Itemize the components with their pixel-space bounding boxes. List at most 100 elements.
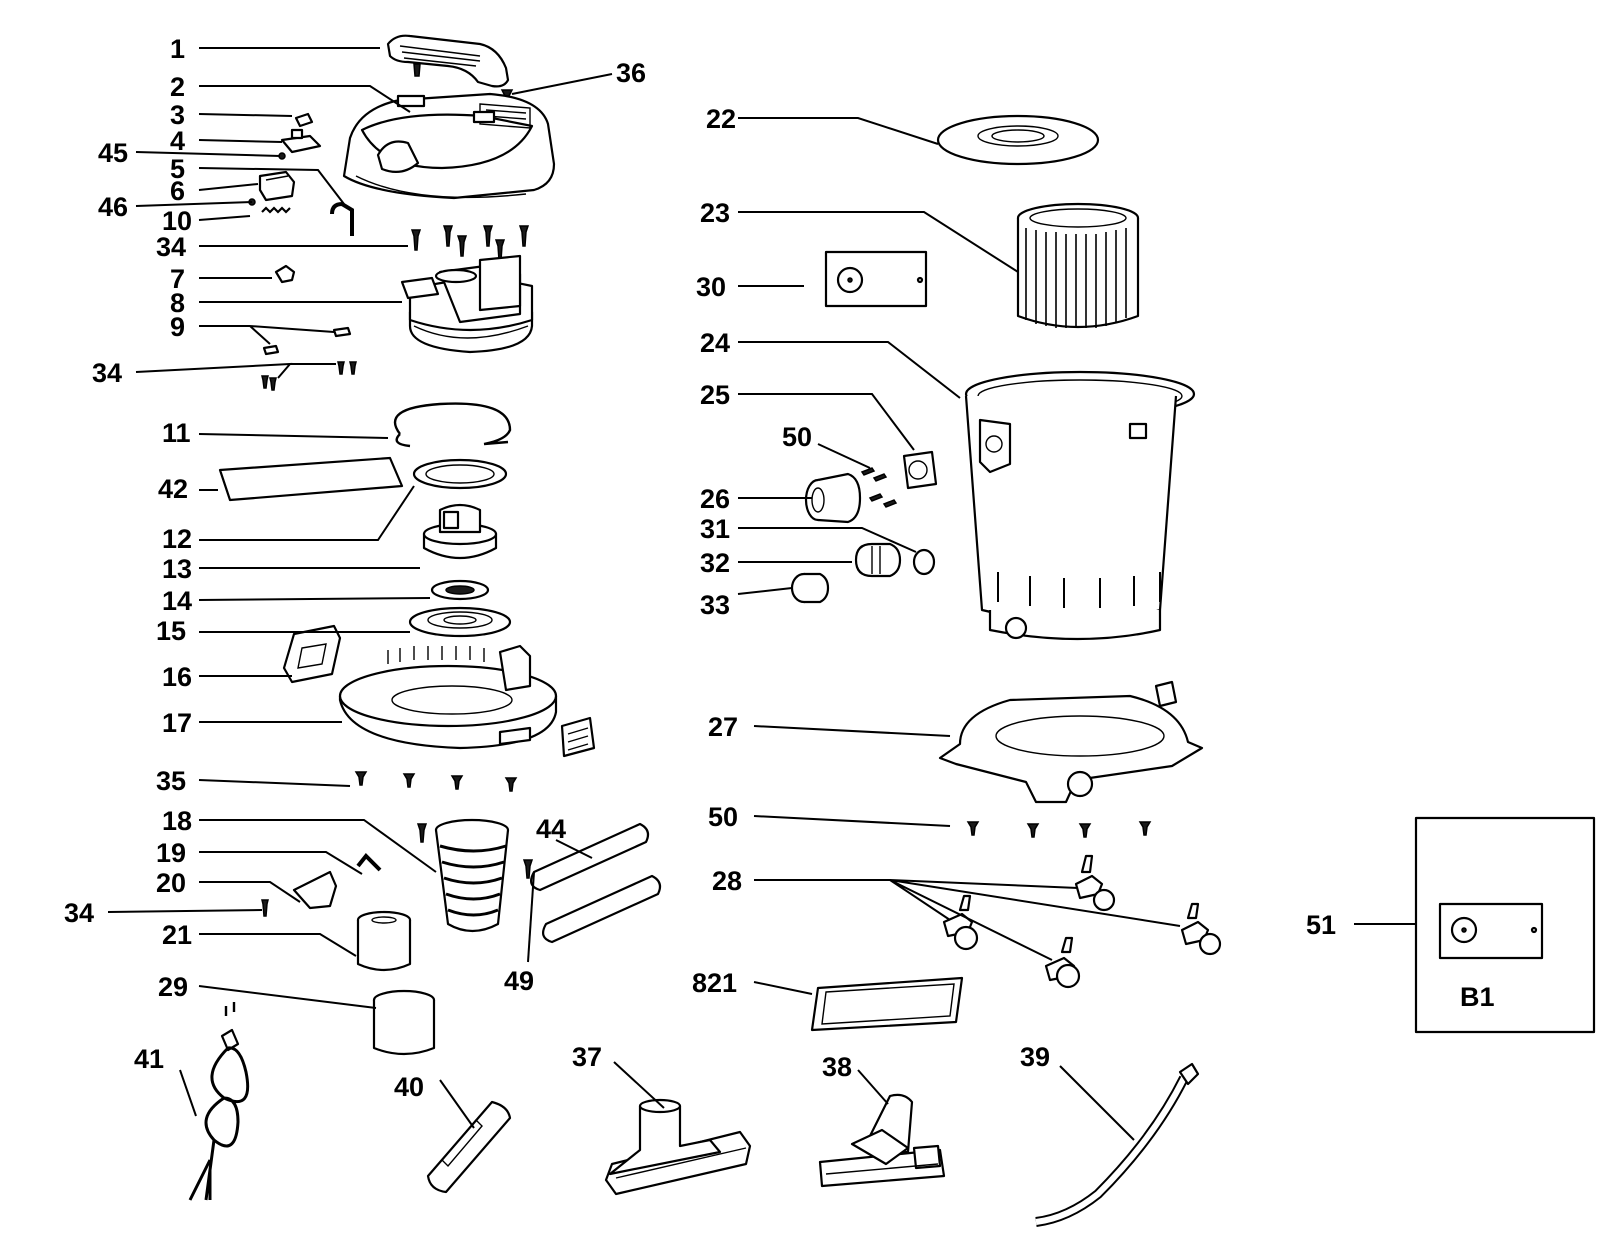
label-part-24: 24 [700, 328, 730, 358]
label-part-21: 21 [162, 920, 192, 950]
part-30-label-plate [824, 250, 928, 308]
label-part-45: 45 [98, 138, 128, 168]
part-17-motor-base [338, 644, 558, 750]
leader-lines [107, 47, 1416, 1141]
label-part-13: 13 [162, 554, 192, 584]
label-part-38: 38 [822, 1052, 852, 1082]
part-18-filter-cage [416, 818, 510, 933]
label-part-22: 22 [706, 104, 736, 134]
inset-b1-label: B1 [1460, 982, 1495, 1012]
label-part-44: 44 [536, 814, 566, 844]
label-part-821: 821 [692, 968, 737, 998]
part-29-sleeve [372, 989, 436, 1056]
label-part-36: 36 [616, 58, 646, 88]
label-part-17: 17 [162, 708, 192, 738]
label-part-1: 1 [170, 34, 185, 64]
part-number-labels: 1 2 3 4 45 5 6 46 10 34 7 8 9 34 36 11 4… [64, 34, 1495, 1102]
part-19-bent-rod [356, 853, 382, 872]
label-part-31: 31 [700, 514, 730, 544]
part-33-cap [790, 572, 830, 604]
part-27-base-dolly [938, 680, 1204, 804]
label-part-10: 10 [162, 206, 192, 236]
part-13-motor [422, 503, 498, 559]
part-12-ring [412, 458, 508, 490]
label-part-20: 20 [156, 868, 186, 898]
part-49-screw [522, 859, 534, 879]
part-5-rod [330, 201, 354, 236]
label-part-14: 14 [162, 586, 192, 616]
part-26-inlet [804, 472, 862, 524]
label-part-51: 51 [1306, 910, 1336, 940]
part-34-screws-mid [261, 361, 357, 391]
part-16-latch [282, 624, 342, 684]
label-part-37: 37 [572, 1042, 602, 1072]
label-part-15: 15 [156, 616, 186, 646]
label-part-25: 25 [700, 380, 730, 410]
label-part-42: 42 [158, 474, 188, 504]
part-34-screws-top [410, 225, 530, 261]
label-part-33: 33 [700, 590, 730, 620]
label-part-4: 4 [170, 126, 185, 156]
part-35-screws [354, 771, 518, 792]
label-part-9: 9 [170, 312, 185, 342]
part-34-screw-low [261, 899, 269, 917]
part-22-gasket-disc [936, 114, 1100, 166]
part-2-top-cover [342, 92, 556, 200]
part-20-float [292, 870, 338, 910]
label-part-19: 19 [156, 838, 186, 868]
part-50-screws-port [860, 467, 898, 508]
label-part-8: 8 [170, 288, 185, 318]
label-part-50-b: 50 [708, 802, 738, 832]
part-42-strip [218, 456, 404, 502]
label-part-7: 7 [170, 264, 185, 294]
part-50-screws-base [966, 821, 1152, 838]
part-8-housing [400, 254, 534, 354]
part-37-floor-nozzle [604, 1098, 752, 1196]
label-part-2: 2 [170, 72, 185, 102]
part-39-hose [1035, 1062, 1200, 1227]
label-part-12: 12 [162, 524, 192, 554]
part-32-connector [854, 542, 902, 578]
part-3-small-cylinder [294, 112, 314, 128]
label-part-34-c: 34 [64, 898, 94, 928]
label-part-35: 35 [156, 766, 186, 796]
part-11-wire-ring [393, 402, 512, 448]
label-part-23: 23 [700, 198, 730, 228]
part-40-crevice-tool [426, 1100, 512, 1194]
part-14-seal [430, 579, 490, 601]
part-25-port-plate [902, 450, 938, 490]
part-7-clip [274, 264, 296, 284]
inset-b1-box [1414, 816, 1596, 1034]
part-24-tank [964, 370, 1196, 641]
label-part-6: 6 [170, 176, 185, 206]
part-6-switch [258, 170, 296, 202]
part-821-label [810, 976, 964, 1032]
label-part-34-a: 34 [156, 232, 186, 262]
label-part-3: 3 [170, 100, 185, 130]
label-part-16: 16 [162, 662, 192, 692]
part-1-handle [386, 34, 510, 88]
label-part-5: 5 [170, 154, 185, 184]
part-21-foam-filter [356, 910, 412, 972]
part-28-casters [942, 854, 1222, 989]
label-part-29: 29 [158, 972, 188, 1002]
part-38-turbo-nozzle [818, 1093, 946, 1188]
part-17-side-vent [560, 716, 596, 758]
part-10-spring [261, 206, 291, 214]
part-31-o-ring [912, 548, 936, 576]
label-part-11: 11 [162, 418, 191, 448]
label-part-28: 28 [712, 866, 742, 896]
part-15-impeller-plate [408, 606, 512, 638]
part-23-cartridge-filter [1016, 202, 1140, 329]
label-part-40: 40 [394, 1072, 424, 1102]
label-part-39: 39 [1020, 1042, 1050, 1072]
label-part-34-b: 34 [92, 358, 122, 388]
label-part-46: 46 [98, 192, 128, 222]
part-4-bracket [280, 128, 322, 154]
label-part-50-a: 50 [782, 422, 812, 452]
label-part-30: 30 [696, 272, 726, 302]
label-part-32: 32 [700, 548, 730, 578]
label-part-26: 26 [700, 484, 730, 514]
label-part-27: 27 [708, 712, 738, 742]
